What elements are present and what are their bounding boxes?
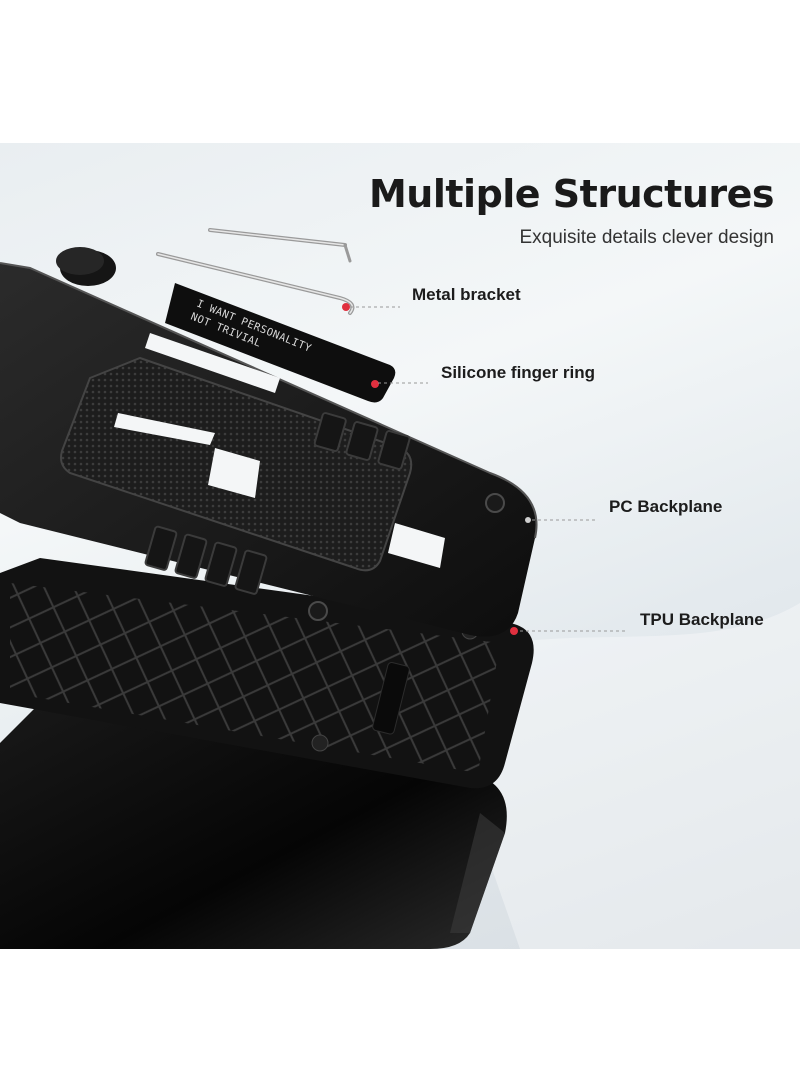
metal-bracket <box>156 228 355 315</box>
product-illustration: I WANT PERSONALITY NOT TRIVIAL Multiple … <box>0 143 800 949</box>
callout-silicone-finger-ring: Silicone finger ring <box>441 363 595 382</box>
page-subtitle: Exquisite details clever design <box>519 227 774 248</box>
exploded-case-diagram: I WANT PERSONALITY NOT TRIVIAL <box>0 228 800 949</box>
page-title: Multiple Structures <box>368 172 775 216</box>
tpu-marker-dot <box>510 627 518 635</box>
pc-backplane <box>0 262 538 637</box>
callout-metal-bracket: Metal bracket <box>412 285 521 304</box>
callout-tpu-backplane: TPU Backplane <box>640 610 764 629</box>
callout-leader-lines <box>350 306 628 632</box>
callout-pc-backplane: PC Backplane <box>609 497 723 516</box>
phone-body <box>0 683 507 949</box>
